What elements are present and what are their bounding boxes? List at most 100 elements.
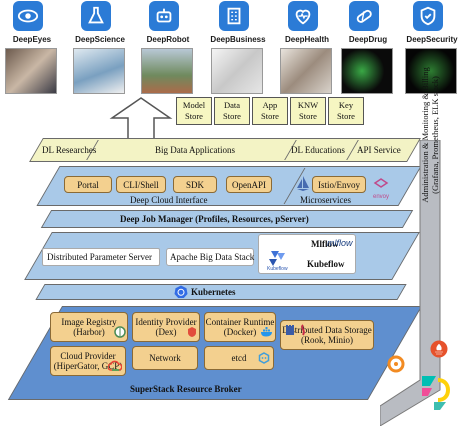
app-deephealth: DeepHealth xyxy=(275,0,347,98)
apache-big-data-stack-box: Apache Big Data Stack xyxy=(166,248,254,266)
envoy-logo-text: envoy xyxy=(372,194,389,200)
kubernetes-icon xyxy=(174,285,188,298)
store-label-line2: Store xyxy=(223,111,241,121)
identity-provider-line2: (Dex) xyxy=(155,327,177,337)
flask-icon xyxy=(81,1,111,31)
app-screenshot xyxy=(405,48,457,94)
elk-icon xyxy=(422,376,451,410)
app-deepdrug: DeepDrug xyxy=(336,0,408,98)
app-screenshot xyxy=(280,48,332,94)
image-registry-line2: (Harbor) xyxy=(73,327,105,337)
distributed-storage-line2: (Rook, Minio) xyxy=(300,335,353,345)
portal-label: Portal xyxy=(77,179,99,190)
mlflow-label: Mlflow xyxy=(311,239,339,249)
microservices-label: Microservices xyxy=(300,195,351,205)
side-panel-text: Administration & Monitoring & Billing (G… xyxy=(420,55,440,215)
dex-icon xyxy=(188,327,196,337)
eye-icon xyxy=(13,1,43,31)
store-label-line1: KNW xyxy=(297,100,319,110)
robot-icon xyxy=(149,1,179,31)
app-label: DeepDrug xyxy=(348,35,388,44)
openapi-box: OpenAPI xyxy=(226,176,272,193)
app-label: DeepRobot xyxy=(146,35,190,44)
app-screenshot xyxy=(341,48,393,94)
dl-educations-label: DL Educations xyxy=(291,145,345,155)
envoy-icon xyxy=(373,178,389,188)
istio-envoy-label: Istio/Envoy xyxy=(318,179,360,190)
distributed-storage-line1: Distributed Data Storage xyxy=(282,325,372,335)
building-icon xyxy=(219,1,249,31)
store-label-line1: App xyxy=(262,100,278,110)
kubeflow-label: Kubeflow xyxy=(307,259,345,269)
istio-envoy-box: Istio/Envoy xyxy=(312,176,366,193)
store-label-line1: Key xyxy=(338,100,354,110)
api-service-label: API Service xyxy=(357,145,401,155)
store-label-line2: Store xyxy=(337,111,355,121)
sdk-box: SDK xyxy=(173,176,217,193)
app-screenshot xyxy=(211,48,263,94)
superstack-resource-broker-label: SuperStack Resource Broker xyxy=(130,384,242,394)
harbor-icon xyxy=(114,326,126,338)
etcd-icon xyxy=(258,352,270,364)
heart-pulse-icon xyxy=(288,1,318,31)
image-registry-box: Image Registry(Harbor) xyxy=(50,312,128,342)
mlflow-kubeflow-box: Mlflow mlflow Kubeflow Kubeflow xyxy=(258,234,356,274)
store-label-line2: Store xyxy=(299,111,317,121)
side-panel-line1: Administration & Monitoring & Billing xyxy=(420,67,430,203)
mlflow-logo: mlflow xyxy=(327,238,353,248)
store-label-line2: Store xyxy=(261,111,279,121)
network-label: Network xyxy=(149,353,181,363)
distributed-parameter-server-label: Distributed Parameter Server xyxy=(47,252,152,262)
side-panel xyxy=(380,140,441,426)
gcp-cloud-icon xyxy=(108,360,122,371)
portal-box: Portal xyxy=(64,176,112,193)
app-deepbusiness: DeepBusiness xyxy=(206,0,278,98)
etcd-label: etcd xyxy=(231,353,247,363)
app-label: DeepBusiness xyxy=(210,35,266,44)
container-runtime-box: Container Runtime(Docker) xyxy=(204,312,276,342)
envoy-logo: envoy xyxy=(370,176,392,200)
image-registry-line1: Image Registry xyxy=(61,317,117,327)
cloud-provider-line2: (HiperGator, GCP) xyxy=(53,361,123,371)
openapi-label: OpenAPI xyxy=(232,179,266,190)
prometheus-icon xyxy=(430,340,448,358)
distributed-data-storage-box: Distributed Data Storage(Rook, Minio) xyxy=(280,320,374,350)
up-arrow-icon xyxy=(109,97,173,141)
rook-icon xyxy=(286,325,294,335)
app-deepsecurity: DeepSecurity xyxy=(400,0,472,98)
store-label-line1: Model xyxy=(182,100,206,110)
istio-icon xyxy=(297,176,309,191)
container-runtime-line2: (Docker) xyxy=(223,327,257,337)
app-label: DeepSecurity xyxy=(406,35,458,44)
app-label: DeepScience xyxy=(75,35,125,44)
store-label-line2: Store xyxy=(185,111,203,121)
minio-icon xyxy=(301,324,305,336)
distributed-parameter-server-box: Distributed Parameter Server xyxy=(42,248,160,266)
cli-shell-label: CLI/Shell xyxy=(123,179,159,190)
job-manager-label: Deep Job Manager (Profiles, Resources, p… xyxy=(120,214,309,224)
app-screenshot xyxy=(73,48,125,94)
app-deepeyes: DeepEyes xyxy=(0,0,72,98)
app-label: DeepEyes xyxy=(12,35,52,44)
cloud-provider-line1: Cloud Provider xyxy=(60,351,116,361)
apache-big-data-stack-label: Apache Big Data Stack xyxy=(170,252,255,262)
container-runtime-line1: Container Runtime xyxy=(205,317,275,327)
kubeflow-icon xyxy=(269,251,285,266)
big-data-applications-label: Big Data Applications xyxy=(155,145,235,155)
kubeflow-logo-text: Kubeflow xyxy=(267,266,288,272)
identity-provider-box: Identity Provider(Dex) xyxy=(132,312,200,342)
deep-cloud-interface-caption: Deep Cloud Interface xyxy=(130,195,208,205)
app-label: DeepHealth xyxy=(284,35,329,44)
shield-icon xyxy=(413,1,443,31)
sdk-label: SDK xyxy=(185,179,204,190)
app-deepscience: DeepScience xyxy=(68,0,140,98)
side-panel-line2: (Grafana, Prometheus, ELK stack) xyxy=(430,76,440,194)
etcd-box: etcd xyxy=(204,346,274,370)
dl-researches-label: DL Researches xyxy=(42,145,97,155)
identity-provider-line1: Identity Provider xyxy=(135,317,197,327)
